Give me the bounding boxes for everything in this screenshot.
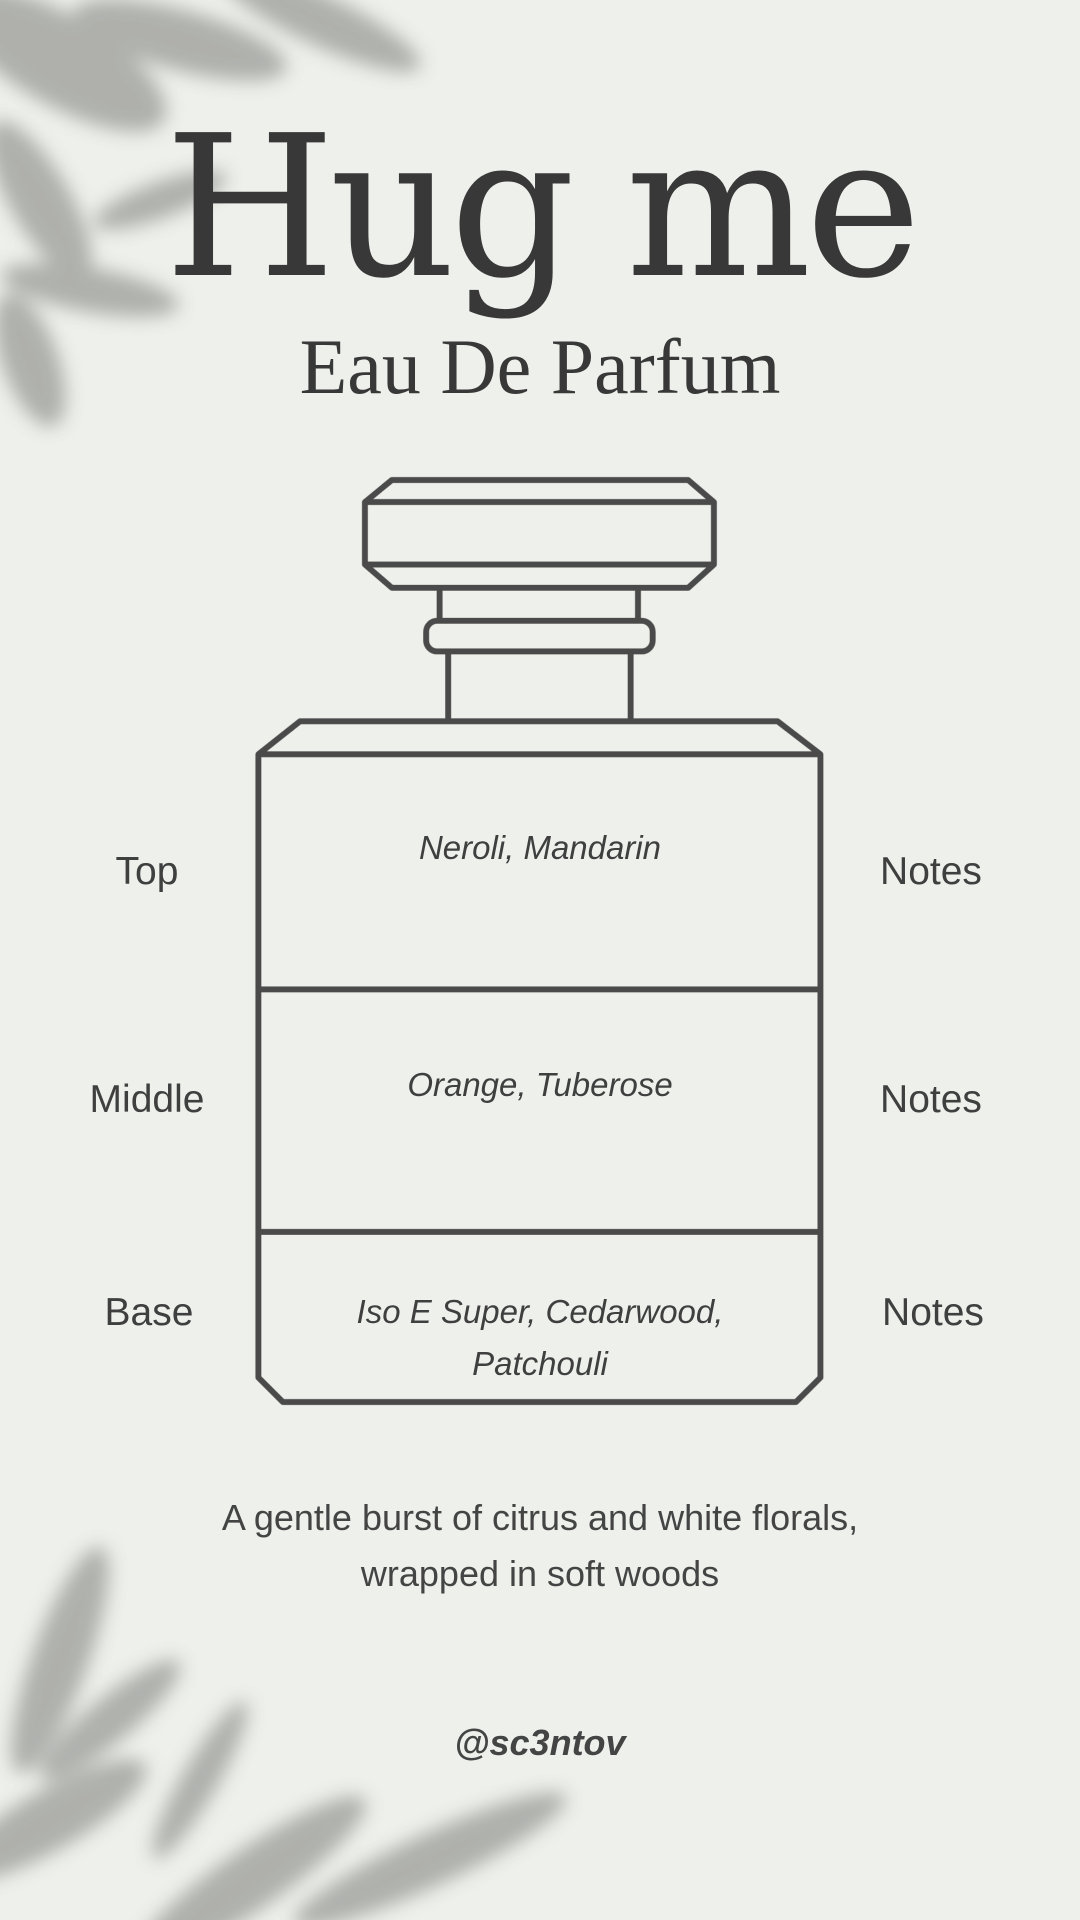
- perfume-bottle-outline: [255, 477, 824, 1405]
- social-handle: @sc3ntov: [454, 1722, 626, 1763]
- leaf-shadow: [134, 1796, 366, 1920]
- note-ingredients-base: Iso E Super, Cedarwood, Patchouli: [356, 1293, 724, 1382]
- bottle-neck-ring: [423, 617, 656, 655]
- note-ingredients-top: Neroli, Mandarin: [418, 829, 662, 866]
- leaf-shadow: [0, 0, 167, 132]
- bottle-body: [255, 718, 824, 1405]
- leaf-shadow: [293, 1792, 567, 1920]
- perfume-title: Hug me: [164, 94, 922, 322]
- note-ingredients-middle: Orange, Tuberose: [407, 1066, 673, 1103]
- bottle-cap: [361, 477, 717, 591]
- leaf-shadow: [1, 263, 179, 317]
- note-suffix-base: Notes: [882, 1291, 984, 1334]
- note-label-top: Top: [115, 850, 179, 893]
- leaf-shadow: [0, 120, 92, 280]
- perfume-subtitle: Eau De Parfum: [299, 323, 781, 410]
- leaf-shadow: [73, 0, 287, 81]
- note-suffix-top: Notes: [880, 850, 982, 893]
- note-suffix-middle: Notes: [880, 1078, 982, 1121]
- note-label-middle: Middle: [89, 1078, 205, 1121]
- bottle-neck-lower: [445, 651, 634, 722]
- leaf-shadow: [93, 170, 227, 230]
- leaf-shadow: [152, 1701, 248, 1859]
- description: A gentle burst of citrus and white flora…: [221, 1497, 859, 1594]
- leaf-shadow: [11, 1546, 109, 1774]
- leaf-shadow: [219, 0, 421, 72]
- note-label-base: Base: [104, 1291, 194, 1334]
- leaf-shadow: [0, 1759, 147, 1881]
- leaf-shadow: [0, 293, 66, 427]
- leaf-shadow: [39, 1659, 181, 1781]
- bottle-neck-upper: [436, 587, 641, 621]
